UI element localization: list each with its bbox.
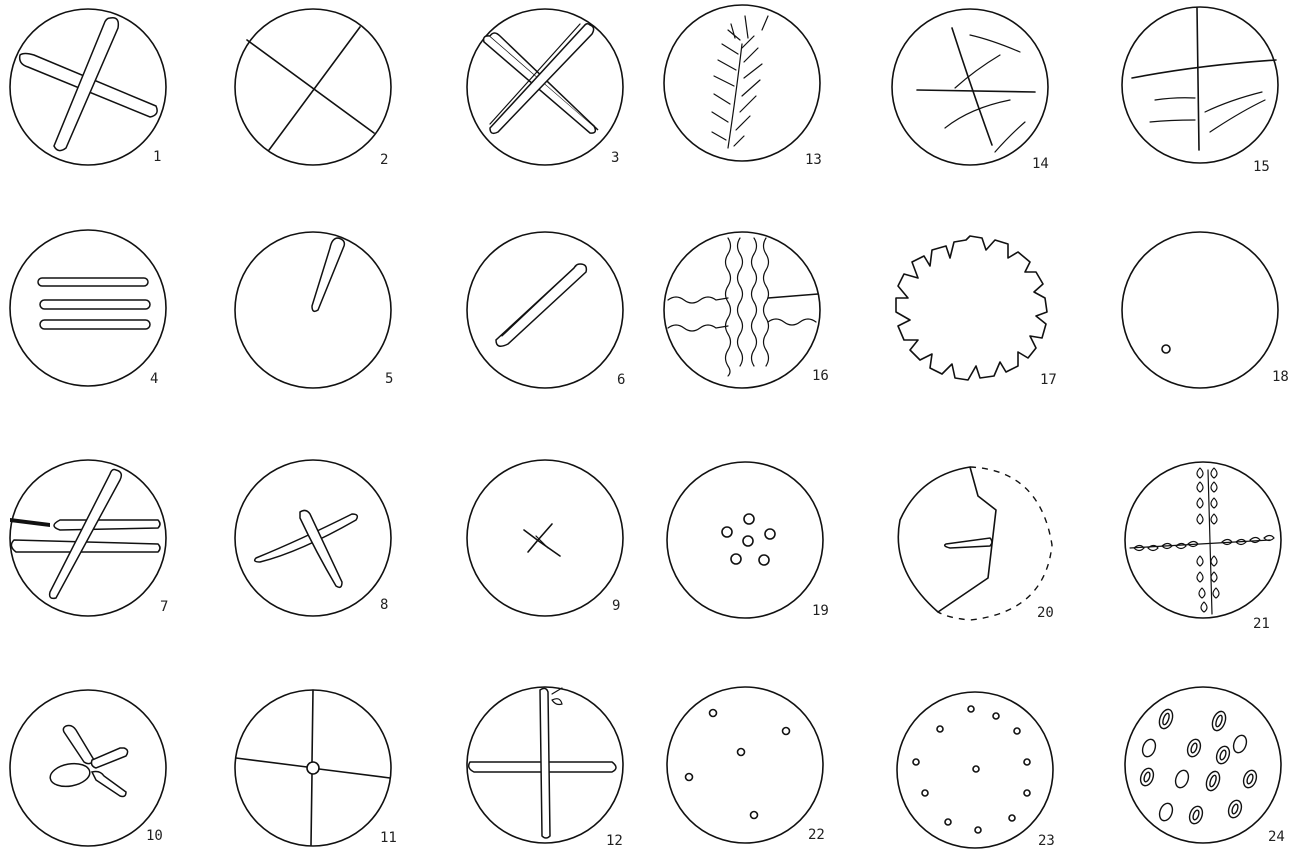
- figure-label-10: 10: [146, 829, 163, 843]
- figure-label-16: 16: [812, 369, 829, 383]
- figure-label-18: 18: [1272, 370, 1289, 384]
- disc-1: [10, 9, 166, 165]
- figure-label-7: 7: [160, 600, 168, 614]
- figure-label-5: 5: [385, 372, 393, 386]
- figure-label-23: 23: [1038, 834, 1055, 848]
- disc-24: [1125, 687, 1281, 843]
- disc-22: [667, 687, 823, 843]
- disc-5: [235, 232, 391, 388]
- disc-14: [892, 9, 1048, 165]
- disc-2: [235, 9, 391, 165]
- figure-label-21: 21: [1253, 617, 1270, 631]
- disc-18: [1122, 232, 1278, 388]
- disc-21: [1125, 462, 1281, 618]
- disc-13: [664, 5, 820, 161]
- disc-8: [235, 460, 391, 616]
- disc-12: [467, 687, 623, 843]
- figure-label-17: 17: [1040, 373, 1057, 387]
- figure-label-4: 4: [150, 372, 158, 386]
- figure-label-12: 12: [606, 834, 623, 848]
- figure-label-20: 20: [1037, 606, 1054, 620]
- disc-10: [10, 690, 166, 846]
- disc-16: [664, 232, 820, 388]
- figure-label-24: 24: [1268, 830, 1285, 844]
- figure-label-14: 14: [1032, 157, 1049, 171]
- disc-23: [897, 692, 1053, 848]
- disc-15: [1122, 7, 1278, 163]
- figure-label-2: 2: [380, 153, 388, 167]
- disc-3: [467, 9, 623, 165]
- disc-4: [10, 230, 166, 386]
- disc-17: [896, 236, 1047, 380]
- disc-9: [467, 460, 623, 616]
- figure-label-6: 6: [617, 373, 625, 387]
- figure-label-8: 8: [380, 598, 388, 612]
- disc-20: [898, 467, 1052, 620]
- figure-label-11: 11: [380, 831, 397, 845]
- disc-19: [667, 462, 823, 618]
- figure-label-22: 22: [808, 828, 825, 842]
- figure-label-1: 1: [153, 150, 161, 164]
- disc-11: [235, 690, 391, 846]
- disc-6: [467, 232, 623, 388]
- figure-label-3: 3: [611, 151, 619, 165]
- figure-label-15: 15: [1253, 160, 1270, 174]
- figure-label-13: 13: [805, 153, 822, 167]
- disc-7: [10, 460, 166, 616]
- figure-label-9: 9: [612, 599, 620, 613]
- figure-label-19: 19: [812, 604, 829, 618]
